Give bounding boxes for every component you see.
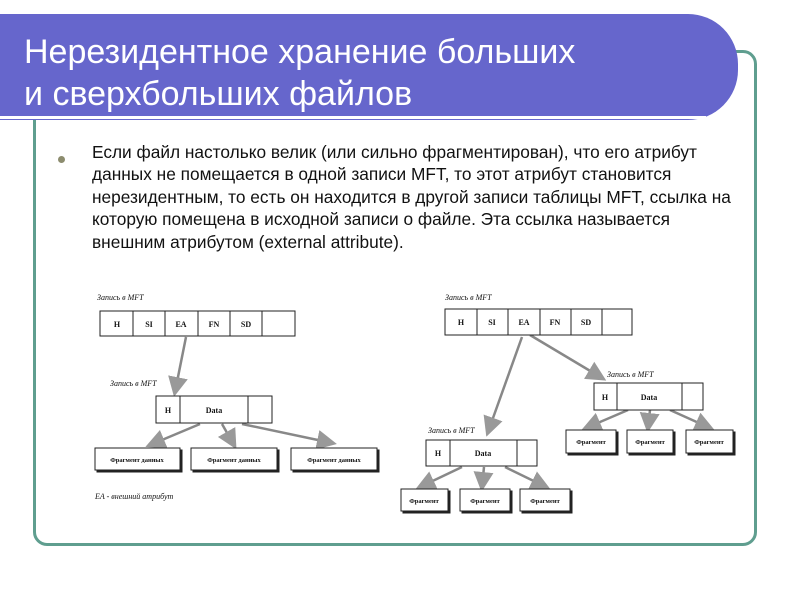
cell-ea: EA: [518, 318, 529, 327]
title-line-1: Нерезидентное хранение больших: [24, 33, 576, 71]
record-label: Запись в MFT: [97, 293, 144, 302]
cell-h: H: [435, 449, 442, 458]
arrows: [145, 333, 715, 492]
fragment-box: Фрагмент: [530, 498, 560, 505]
fragment-box: Фрагмент данных: [307, 457, 361, 464]
slide-title: Нерезидентное хранение больших и сверхбо…: [24, 31, 575, 115]
record-label: Запись в MFT: [607, 370, 654, 379]
title-underline: [0, 116, 706, 119]
cell-ea: EA: [175, 320, 186, 329]
fragment-box: Фрагмент: [470, 498, 500, 505]
title-bar: Нерезидентное хранение больших и сверхбо…: [0, 14, 738, 120]
record-label: Запись в MFT: [428, 426, 475, 435]
cell-data: Data: [206, 406, 222, 415]
cell-data: Data: [475, 449, 491, 458]
bullet-icon: [58, 156, 65, 163]
record-label: Запись в MFT: [110, 379, 157, 388]
cell-h: H: [458, 318, 465, 327]
cell-sd: SD: [581, 318, 591, 327]
fragment-box: Фрагмент данных: [110, 457, 164, 464]
cell-si: SI: [145, 320, 153, 329]
cell-fn: FN: [550, 318, 561, 327]
cell-h: H: [114, 320, 121, 329]
fragment-box: Фрагмент: [409, 498, 439, 505]
record-label: Запись в MFT: [445, 293, 492, 302]
fragment-box: Фрагмент данных: [207, 457, 261, 464]
cell-h: H: [165, 406, 172, 415]
title-line-2: и сверхбольших файлов: [24, 75, 413, 113]
cell-sd: SD: [241, 320, 251, 329]
cell-h: H: [602, 393, 609, 402]
fragment-box: Фрагмент: [694, 439, 724, 446]
fragment-box: Фрагмент: [576, 439, 606, 446]
cell-si: SI: [488, 318, 496, 327]
cell-fn: FN: [209, 320, 220, 329]
cell-data: Data: [641, 393, 657, 402]
fragment-box: Фрагмент: [635, 439, 665, 446]
footnote: EA - внешний атрибут: [94, 492, 174, 501]
bullet-text: Если файл настолько велик (или сильно фр…: [92, 142, 731, 252]
